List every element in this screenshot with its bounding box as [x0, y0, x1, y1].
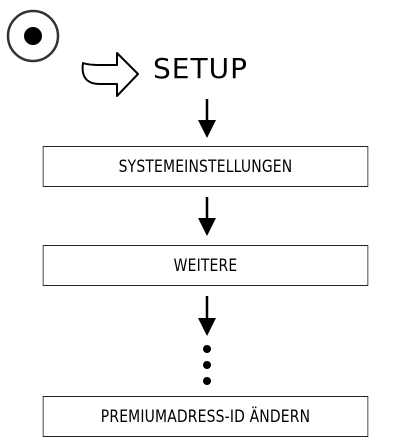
page-title: SETUP	[153, 52, 248, 85]
step-box-premiumadress-id-aendern: PREMIUMADRESS-ID ÄNDERN	[42, 396, 369, 437]
step-box-systemeinstellungen: SYSTEMEINSTELLUNGEN	[42, 146, 369, 187]
step-label: WEITERE	[173, 255, 238, 276]
step-label: SYSTEMEINSTELLUNGEN	[118, 156, 293, 177]
step-box-weitere: WEITERE	[42, 245, 369, 286]
step-label: PREMIUMADRESS-ID ÄNDERN	[100, 406, 311, 427]
